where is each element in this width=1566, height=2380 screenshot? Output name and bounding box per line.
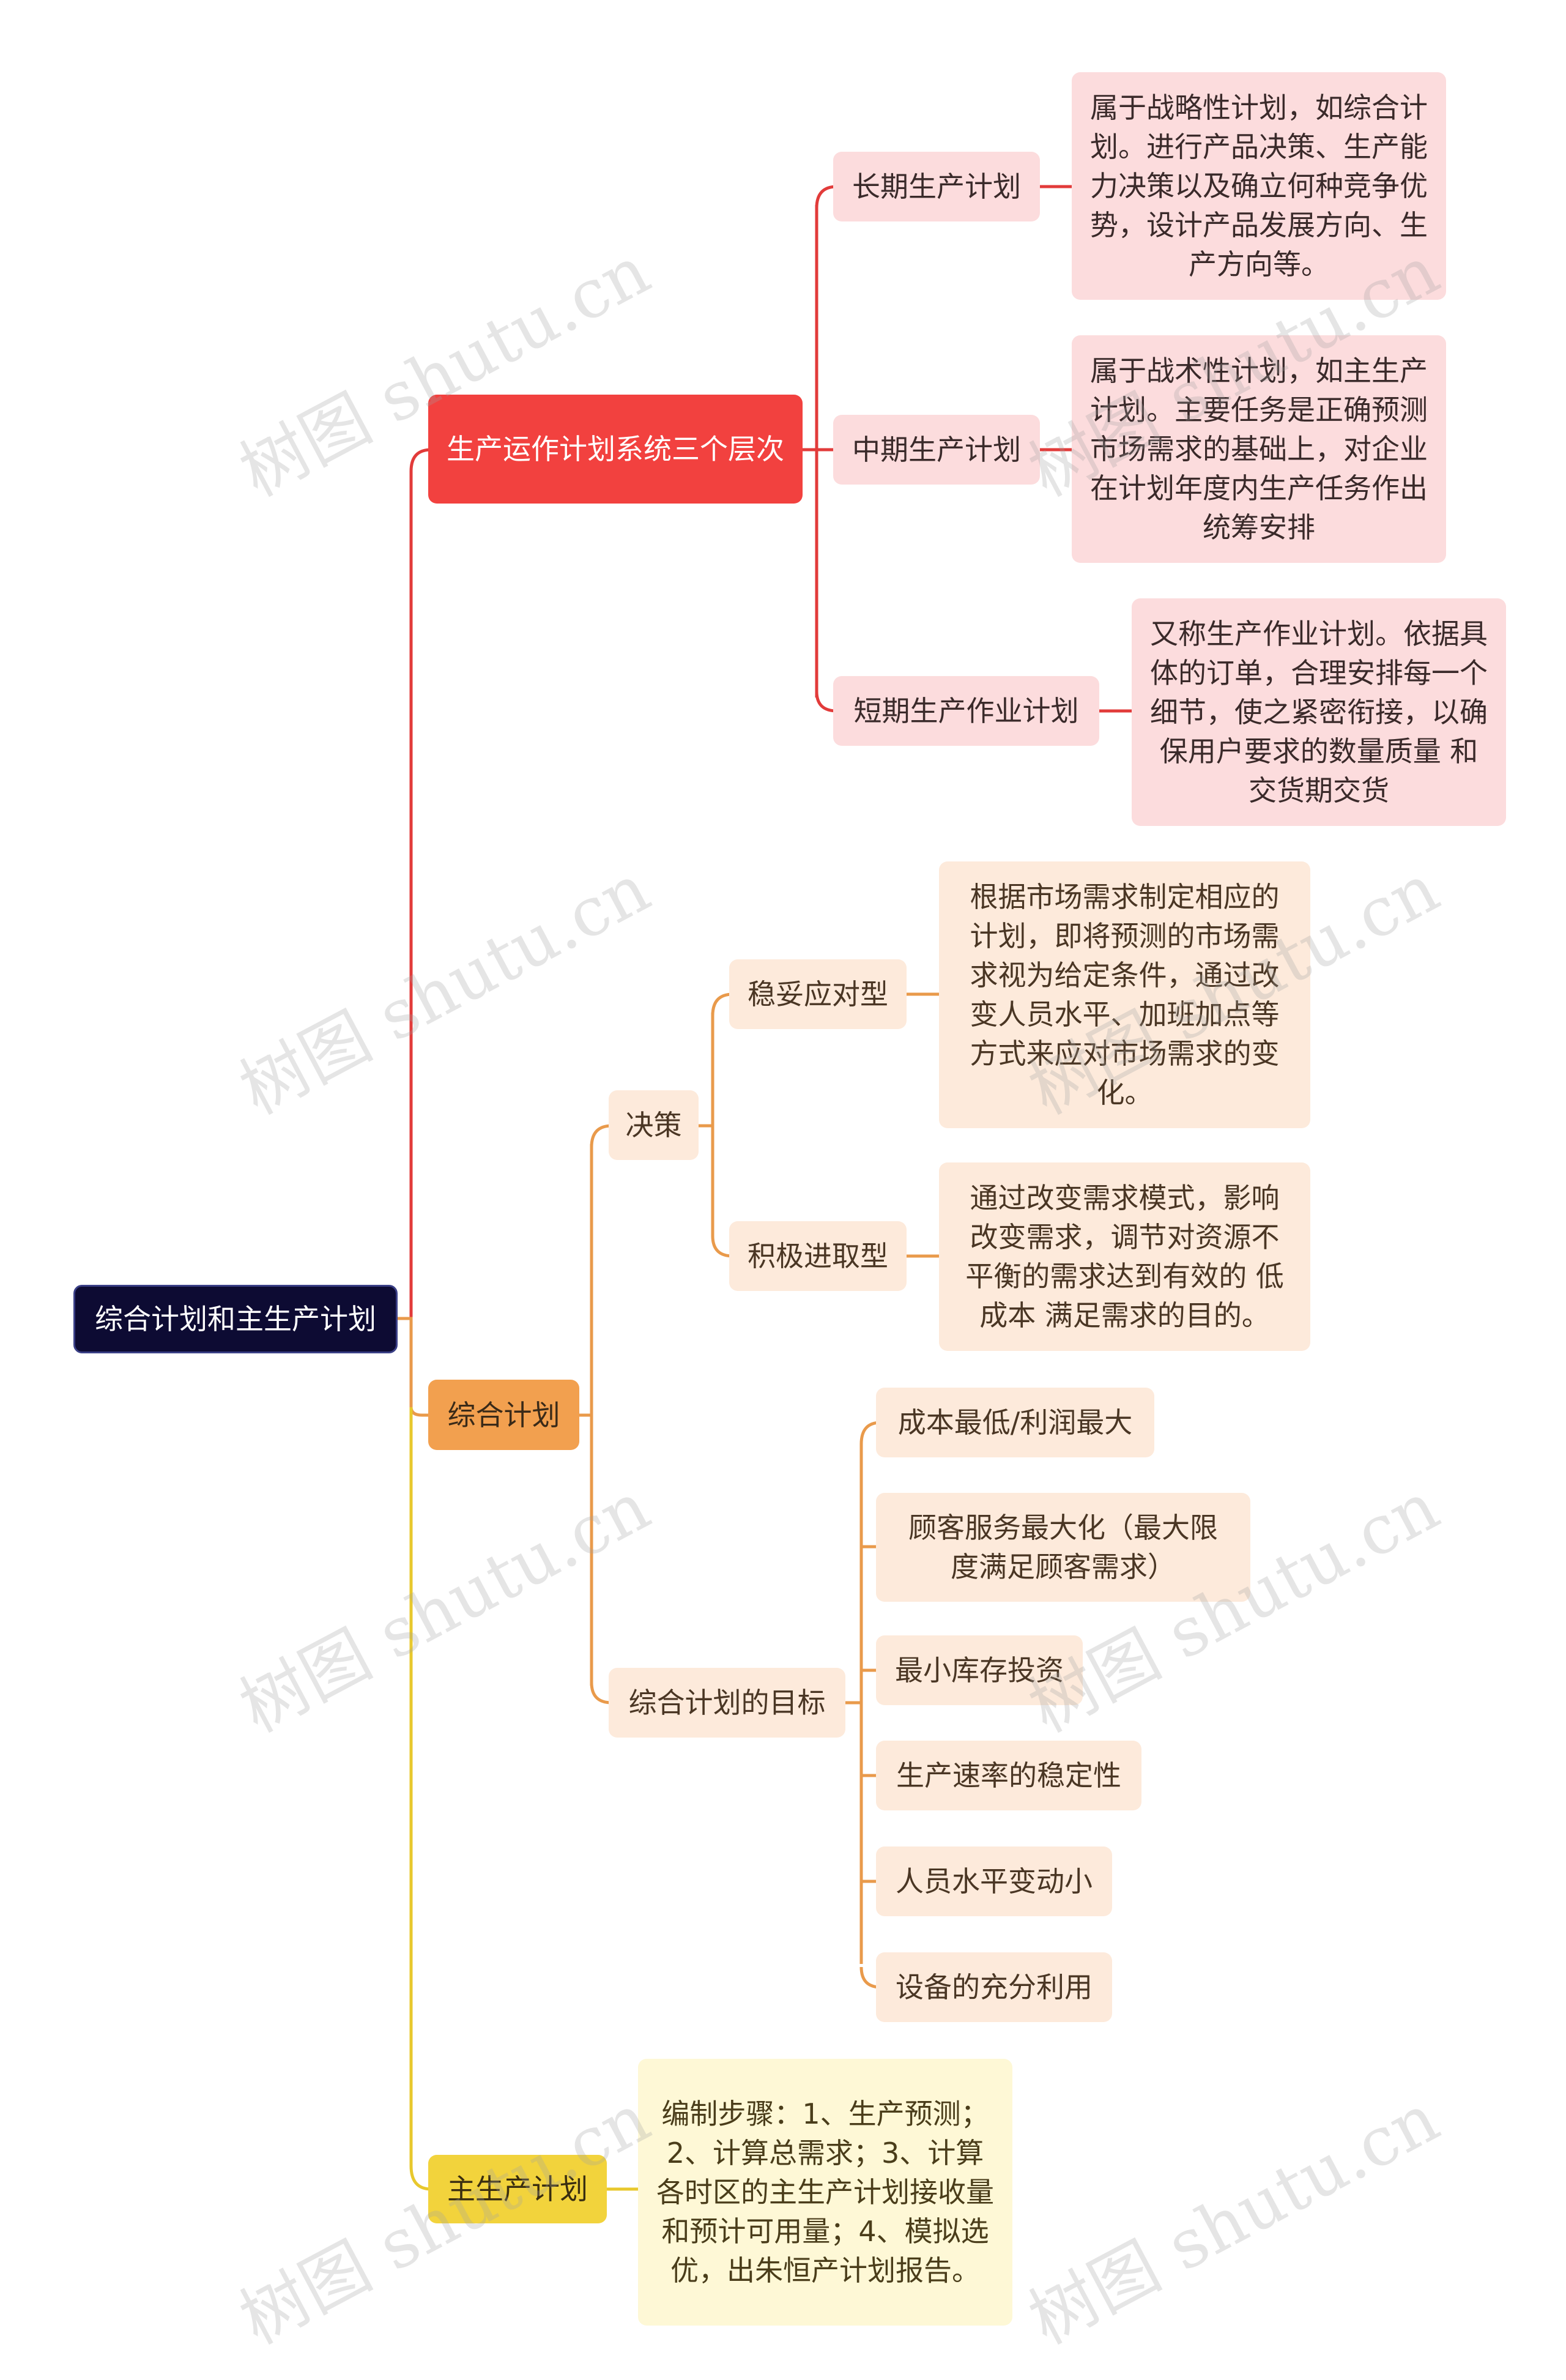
aggressive-strategy-desc: 通过改变需求模式，影响改变需求，调节对资源不平衡的需求达到有效的 低成本 满足需…: [939, 1162, 1310, 1351]
decision-node[interactable]: 决策: [609, 1090, 699, 1160]
mid-term-plan-desc: 属于战术性计划，如主生产计划。主要任务是正确预测市场需求的基础上，对企业在计划年…: [1072, 335, 1446, 563]
root-topic[interactable]: 综合计划和主生产计划: [73, 1285, 398, 1353]
branch-aggregate-plan[interactable]: 综合计划: [428, 1380, 579, 1450]
branch-planning-levels[interactable]: 生产运作计划系统三个层次: [428, 395, 803, 504]
short-term-plan[interactable]: 短期生产作业计划: [833, 676, 1099, 746]
long-term-plan-desc: 属于战略性计划，如综合计划。进行产品决策、生产能力决策以及确立何种竞争优势，设计…: [1072, 72, 1446, 300]
short-term-plan-desc: 又称生产作业计划。依据具体的订单，合理安排每一个细节，使之紧密衔接，以确保用户要…: [1132, 598, 1506, 826]
goal-item[interactable]: 成本最低/利润最大: [876, 1388, 1154, 1457]
goal-item[interactable]: 人员水平变动小: [876, 1846, 1112, 1916]
mps-desc: 编制步骤：1、生产预测；2、计算总需求；3、计算各时区的主生产计划接收量和预计可…: [638, 2059, 1012, 2326]
mid-term-plan[interactable]: 中期生产计划: [833, 415, 1040, 485]
goal-item[interactable]: 设备的充分利用: [876, 1952, 1112, 2022]
conservative-strategy-desc: 根据市场需求制定相应的计划，即将预测的市场需求视为给定条件，通过改变人员水平、加…: [939, 861, 1310, 1128]
aggregate-goals-node[interactable]: 综合计划的目标: [609, 1668, 845, 1738]
goal-item[interactable]: 最小库存投资: [876, 1635, 1083, 1705]
conservative-strategy[interactable]: 稳妥应对型: [729, 959, 907, 1029]
aggressive-strategy[interactable]: 积极进取型: [729, 1221, 907, 1291]
goal-item[interactable]: 生产速率的稳定性: [876, 1741, 1141, 1810]
goal-item[interactable]: 顾客服务最大化（最大限度满足顾客需求）: [876, 1493, 1250, 1602]
long-term-plan[interactable]: 长期生产计划: [833, 152, 1040, 221]
branch-master-production-schedule[interactable]: 主生产计划: [428, 2155, 607, 2223]
